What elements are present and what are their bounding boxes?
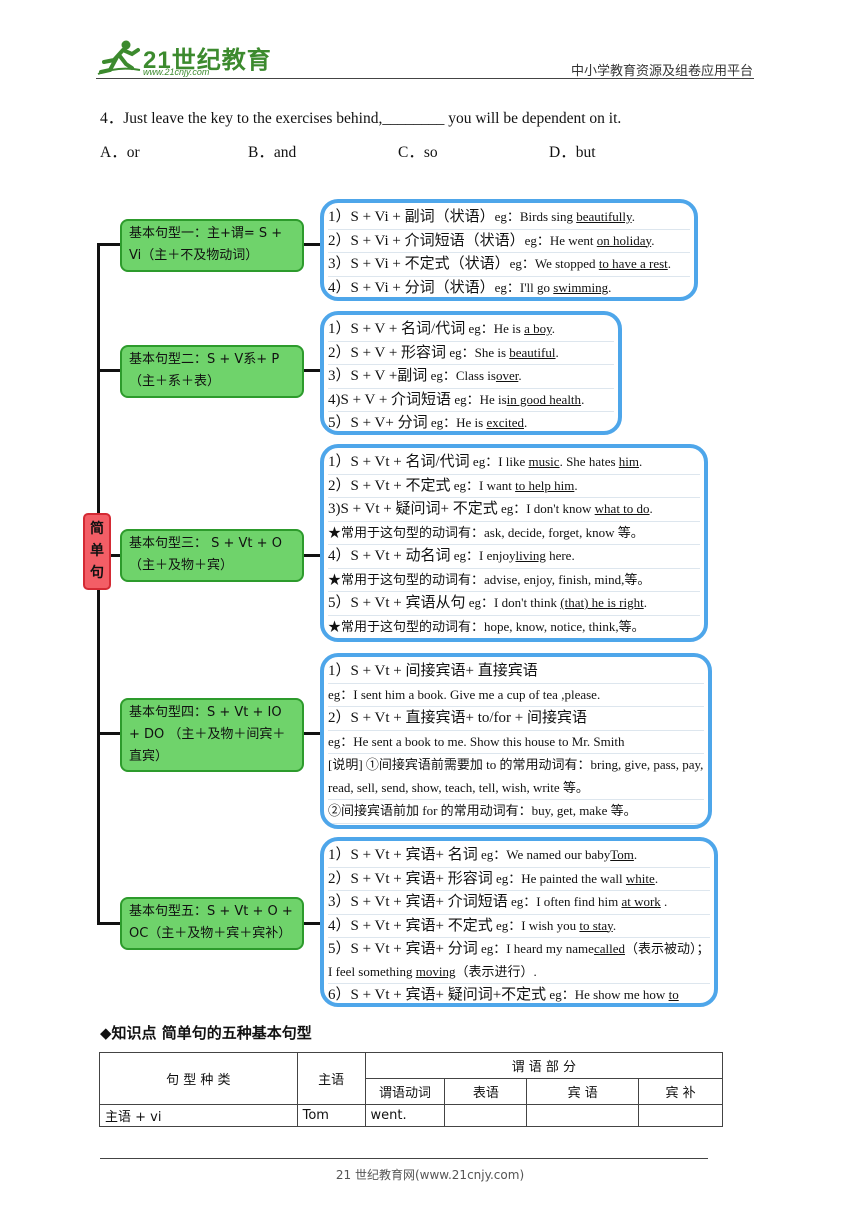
logo-text: 21世纪教育 [143, 47, 272, 74]
example-row: 6）S + Vt + 宾语+ 疑问词+不定式 eg：He show me how… [328, 984, 710, 1003]
root-node-simple-sentence: 简 单 句 [83, 513, 111, 590]
example-row: 4)S + V + 介词短语 eg：He isin good health. [328, 389, 614, 412]
example-row: 4）S + Vt + 动名词 eg：I enjoyliving here. [328, 545, 700, 569]
pattern-1-examples: 1）S + Vi + 副词（状语）eg：Birds sing beautiful… [320, 199, 698, 301]
example-row: 3）S + Vi + 不定式（状语）eg：We stopped to have … [328, 253, 690, 277]
note-row: ②间接宾语前加 for 的常用动词有：buy, get, make 等。 [328, 800, 704, 824]
note-row: ★常用于这句型的动词有：advise, enjoy, finish, mind,… [328, 569, 700, 592]
pattern-5-node: 基本句型五：S + Vt + O + OC（主＋及物＋宾＋宾补） [120, 897, 304, 950]
example-row: 2）S + Vt + 直接宾语+ to/for + 间接宾语 [328, 707, 704, 731]
branch-line-1 [97, 243, 120, 246]
runner-logo-icon [97, 40, 141, 75]
pattern-5-examples: 1）S + Vt + 宾语+ 名词 eg：We named our babyTo… [320, 837, 718, 1007]
header-pattern-type: 句 型 种 类 [99, 1052, 298, 1105]
branch-line-5 [97, 922, 120, 925]
note-row: ★常用于这句型的动词有：hope, know, notice, think,等。 [328, 616, 700, 639]
leaf-line-1 [302, 243, 324, 246]
platform-name: 中小学教育资源及组卷应用平台 [571, 64, 754, 79]
example-row: 1）S + V + 名词/代词 eg：He is a boy. [328, 318, 614, 342]
header-predicative: 表语 [444, 1078, 528, 1105]
leaf-line-4 [302, 732, 324, 735]
pattern-4-node: 基本句型四：S + Vt + IO + DO （主＋及物＋间宾＋直宾） [120, 698, 304, 772]
leaf-line-5 [302, 922, 324, 925]
table-cell [638, 1104, 723, 1127]
example-row: 1）S + Vi + 副词（状语）eg：Birds sing beautiful… [328, 206, 690, 230]
table-cell: went. [364, 1104, 446, 1127]
pattern-1-node: 基本句型一：主+谓= S + Vi（主＋不及物动词） [120, 219, 304, 272]
root-char: 句 [90, 565, 104, 581]
leaf-line-2 [302, 369, 324, 372]
example-row: eg：He sent a book to me. Show this house… [328, 731, 704, 754]
footer-text: 21 世纪教育网(www.21cnjy.com) [335, 1168, 525, 1182]
note-row: ★常用于这句型的动词有：ask, decide, forget, know 等。 [328, 522, 700, 545]
header-predicate-verb: 谓语动词 [364, 1078, 446, 1105]
example-row: 5）S + Vt + 宾语+ 分词 eg：I heard my namecall… [328, 938, 710, 984]
question-text: 4．Just leave the key to the exercises be… [100, 110, 622, 127]
example-row: 2）S + Vt + 宾语+ 形容词 eg：He painted the wal… [328, 868, 710, 891]
note-row: [说明] ①间接宾语前需要加 to 的常用动词有：bring, give, pa… [328, 754, 704, 800]
example-row: 5）S + Vt + 宾语从句 eg：I don't think (that) … [328, 592, 700, 616]
example-row: eg：I sent him a book. Give me a cup of t… [328, 684, 704, 707]
pattern-4-examples: 1）S + Vt + 间接宾语+ 直接宾语 eg：I sent him a bo… [320, 653, 712, 829]
table-cell: Tom [296, 1104, 366, 1127]
option-a[interactable]: A．or [100, 144, 140, 161]
example-row: 1）S + Vt + 宾语+ 名词 eg：We named our babyTo… [328, 844, 710, 868]
header-object-complement: 宾 补 [638, 1078, 723, 1105]
footer-divider [100, 1158, 708, 1159]
header-object: 宾 语 [526, 1078, 640, 1105]
example-row: 4）S + Vt + 宾语+ 不定式 eg：I wish you to stay… [328, 915, 710, 938]
example-row: 3)S + Vt + 疑问词+ 不定式 eg：I don't know what… [328, 498, 700, 522]
header-divider [96, 78, 754, 79]
pattern-3-node: 基本句型三： S + Vt + O（主＋及物＋宾） [120, 529, 304, 582]
knowledge-point-title: ◆知识点 简单句的五种基本句型 [100, 1024, 312, 1042]
pattern-2-node: 基本句型二：S + V系+ P（主＋系＋表） [120, 345, 304, 398]
branch-line-4 [97, 732, 120, 735]
example-row: 4）S + Vi + 分词（状语）eg：I'll go swimming. [328, 277, 690, 298]
example-row: 3）S + Vt + 宾语+ 介词短语 eg：I often find him … [328, 891, 710, 915]
sentence-pattern-table: 句 型 种 类 主语 谓 语 部 分 谓语动词 表语 宾 语 宾 补 主语 + … [99, 1052, 724, 1127]
option-d[interactable]: D．but [549, 144, 596, 161]
example-row: 5）S + V+ 分词 eg：He is excited. [328, 412, 614, 431]
example-row: 2）S + Vt + 不定式 eg：I want to help him. [328, 475, 700, 498]
table-cell [526, 1104, 640, 1127]
table-cell [444, 1104, 528, 1127]
branch-line-2 [97, 369, 120, 372]
example-row: 2）S + V + 形容词 eg：She is beautiful. [328, 342, 614, 365]
option-c[interactable]: C．so [398, 144, 438, 161]
example-row: 1）S + Vt + 间接宾语+ 直接宾语 [328, 660, 704, 684]
example-row: 2）S + Vi + 介词短语（状语）eg：He went on holiday… [328, 230, 690, 253]
root-char: 单 [90, 543, 104, 559]
header-predicate: 谓 语 部 分 [364, 1052, 724, 1079]
leaf-line-3 [302, 554, 324, 557]
logo-url: www.21cnjy.com [143, 67, 210, 77]
example-row: 1）S + Vt + 名词/代词 eg：I like music. She ha… [328, 451, 700, 475]
root-char: 简 [90, 521, 104, 537]
example-row: 3）S + V +副词 eg：Class isover. [328, 365, 614, 389]
table-row: 主语 + vi Tom went. [99, 1104, 723, 1127]
option-b[interactable]: B．and [248, 144, 297, 161]
pattern-2-examples: 1）S + V + 名词/代词 eg：He is a boy. 2）S + V … [320, 311, 622, 435]
pattern-3-examples: 1）S + Vt + 名词/代词 eg：I like music. She ha… [320, 444, 708, 642]
header-subject: 主语 [296, 1052, 366, 1105]
table-cell: 主语 + vi [99, 1104, 298, 1127]
